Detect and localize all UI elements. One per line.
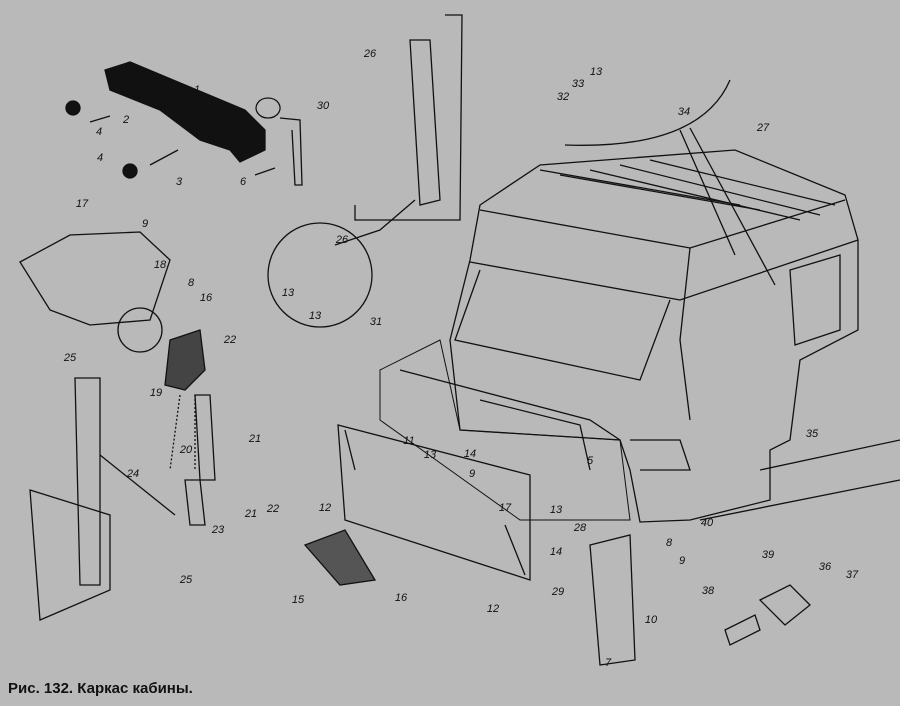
callout-label: 32	[556, 91, 570, 103]
callout-label: 25	[63, 352, 77, 364]
callout-label: 8	[665, 537, 673, 549]
callout-label: 36	[818, 561, 832, 573]
callout-label: 14	[549, 546, 563, 558]
callout-label: 19	[149, 387, 163, 399]
callout-label: 22	[223, 334, 237, 346]
callout-label: 30	[316, 100, 330, 112]
callout-label: 12	[318, 502, 332, 514]
callout-label: 23	[211, 524, 225, 536]
callout-label: 26	[335, 234, 349, 246]
callout-label: 13	[549, 504, 563, 516]
callout-label: 13	[589, 66, 603, 78]
callout-label: 18	[153, 259, 167, 271]
callout-label: 24	[126, 468, 140, 480]
front-panel	[337, 424, 531, 581]
callout-label: 27	[756, 122, 770, 134]
callout-label: 21	[248, 433, 262, 445]
callout-label: 16	[394, 592, 408, 604]
cab-frame	[379, 149, 900, 523]
callout-label: 39	[761, 549, 775, 561]
callout-label: 25	[179, 574, 193, 586]
callout-label: 11	[403, 435, 415, 447]
figure-caption: Рис. 132. Каркас кабины.	[8, 680, 193, 697]
callout-label: 22	[266, 503, 280, 515]
callout-label: 35	[805, 428, 819, 440]
callout-label: 29	[551, 586, 565, 598]
callout-label: 4	[96, 152, 104, 164]
callout-label: 12	[486, 603, 500, 615]
callout-label: 1	[193, 84, 201, 96]
callout-label: 9	[468, 468, 476, 480]
callout-label: 6	[239, 176, 247, 188]
callout-label: 31	[369, 316, 383, 328]
callout-label: 13	[423, 449, 437, 461]
callout-label: 21	[244, 508, 258, 520]
callout-label: 16	[199, 292, 213, 304]
callout-label: 8	[187, 277, 195, 289]
callout-label: 17	[498, 502, 512, 514]
callout-label: 17	[75, 198, 89, 210]
callout-label: 13	[281, 287, 295, 299]
callout-label: 38	[701, 585, 715, 597]
callout-label: 10	[644, 614, 658, 626]
callout-label: 34	[677, 106, 691, 118]
callout-label: 9	[141, 218, 149, 230]
callout-label: 40	[700, 517, 714, 529]
callout-label: 13	[308, 310, 322, 322]
callout-label: 37	[845, 569, 859, 581]
callout-label: 33	[571, 78, 585, 90]
callout-label: 9	[678, 555, 686, 567]
callout-label: 3	[175, 176, 183, 188]
callout-label: 15	[291, 594, 305, 606]
callout-label: 28	[573, 522, 587, 534]
callout-label: 20	[179, 444, 193, 456]
callout-label: 4	[95, 126, 103, 138]
callout-label: 7	[604, 657, 612, 669]
callout-label: 26	[363, 48, 377, 60]
bracket-part	[104, 61, 266, 163]
callout-label: 5	[586, 455, 594, 467]
callout-label: 2	[122, 114, 130, 126]
callout-label: 14	[463, 448, 477, 460]
